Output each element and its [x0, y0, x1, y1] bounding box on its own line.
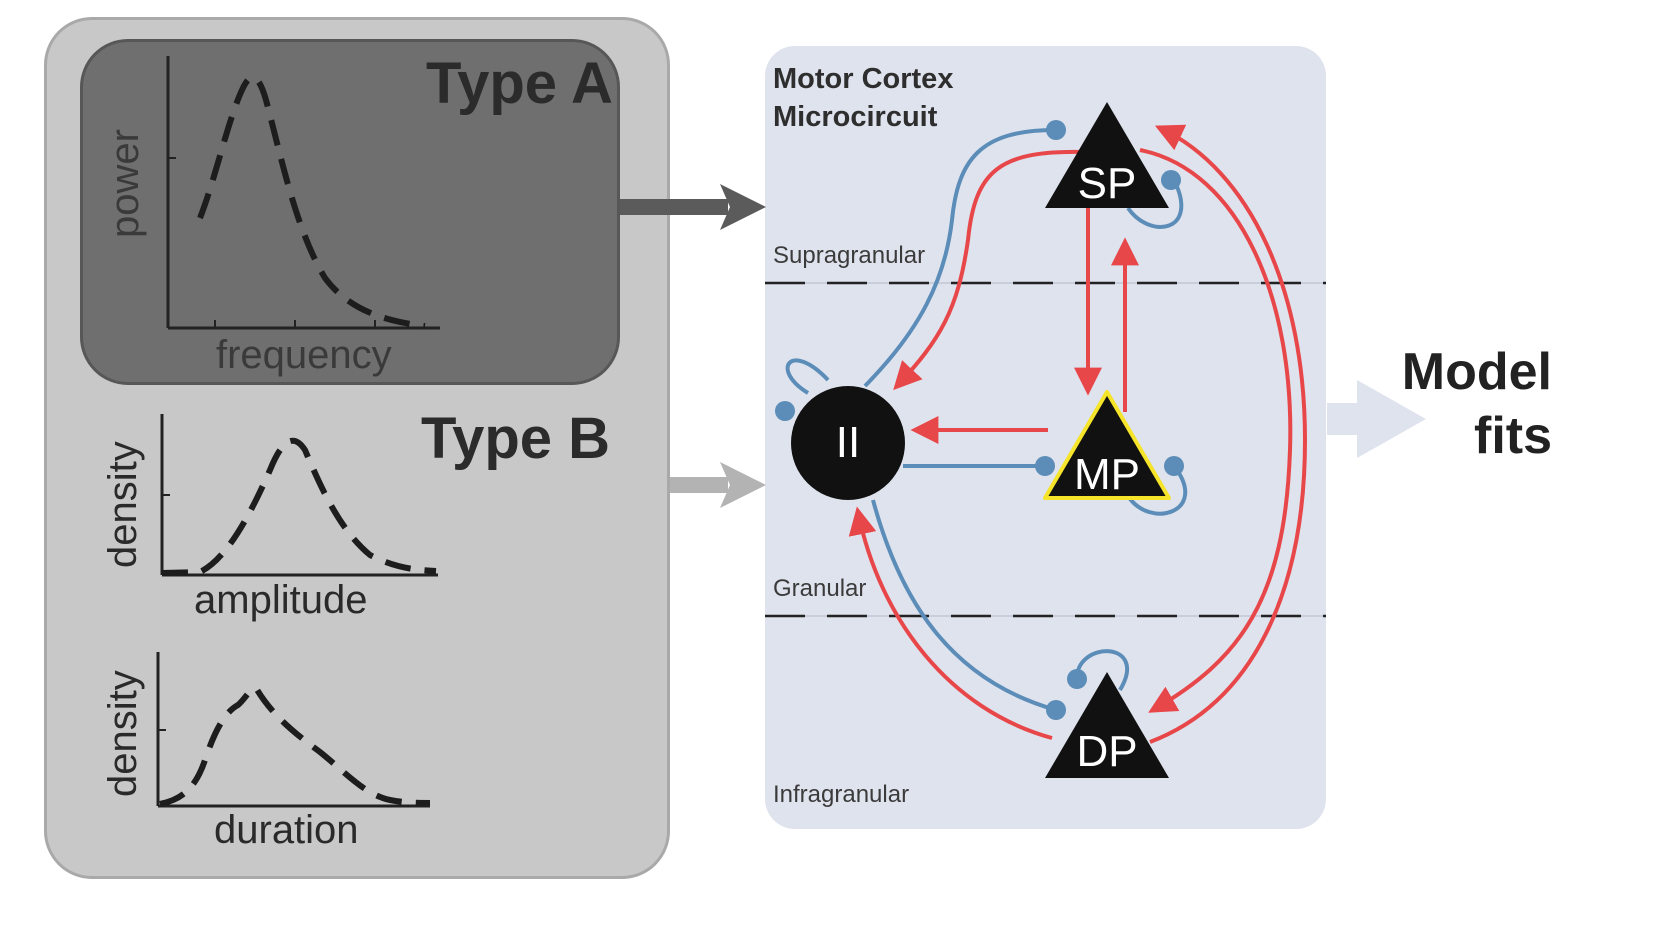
- inhibitory-terminals: [775, 120, 1184, 720]
- type-a-xlabel: frequency: [216, 333, 392, 377]
- dp-label: DP: [1076, 727, 1137, 776]
- type-a-power-curve: [197, 74, 426, 329]
- microcircuit-title-line2: Microcircuit: [773, 101, 938, 133]
- amplitude-plot: [160, 414, 438, 577]
- type-a-arrow-shaft: [620, 199, 728, 215]
- dp-triangle: [1045, 672, 1169, 778]
- sp-triangle: [1045, 102, 1169, 208]
- mp-label: MP: [1074, 450, 1140, 499]
- dp-to-sp-connection: [1149, 124, 1308, 744]
- dp-self-connection: [1074, 649, 1129, 692]
- sp-self-connection: [1126, 179, 1184, 229]
- sp-to-dp-connection: [1139, 148, 1293, 713]
- model-fits-label: Model fits: [1380, 340, 1552, 468]
- model-fits-arrow: [1327, 380, 1426, 458]
- type-b-arrow: [670, 462, 766, 508]
- inhibitory-connections: [785, 128, 1188, 712]
- node-ii: II: [791, 386, 905, 500]
- node-sp: SP: [1045, 102, 1169, 208]
- mp-self-terminal: [1164, 456, 1184, 476]
- ii-label: II: [836, 418, 860, 467]
- mp-self-connection: [1126, 464, 1188, 516]
- mp-input-terminal: [1035, 456, 1055, 476]
- type-a-arrow: [620, 184, 766, 230]
- layer-label-granular: Granular: [773, 575, 867, 602]
- duration-plot: [156, 652, 431, 808]
- ii-to-dp-connection: [871, 499, 1057, 712]
- node-dp: DP: [1045, 672, 1169, 778]
- type-b-arrow-shaft: [670, 477, 728, 493]
- layer-label-supragranular: Supragranular: [773, 242, 926, 269]
- sp-to-ii-connection: [893, 149, 1086, 391]
- amplitude-xlabel: amplitude: [194, 578, 368, 622]
- layer-label-infragranular: Infragranular: [773, 781, 910, 808]
- amplitude-density-curve: [161, 437, 437, 576]
- excitatory-connections: [848, 124, 1308, 744]
- model-fits-line2: fits: [1474, 407, 1552, 465]
- microcircuit-title-line1: Motor Cortex: [773, 63, 954, 95]
- dp-self-terminal: [1067, 669, 1087, 689]
- type-a-plot: [166, 56, 440, 330]
- dp-to-ii-connection: [848, 506, 1053, 740]
- model-fits-arrow-head: [1357, 380, 1426, 458]
- model-fits-line1: Model: [1401, 343, 1552, 401]
- sp-label: SP: [1078, 159, 1137, 208]
- dp-input-terminal: [1046, 700, 1066, 720]
- duration-xlabel: duration: [214, 808, 359, 852]
- type-a-arrow-head: [720, 184, 766, 230]
- sp-input-terminal: [1046, 120, 1066, 140]
- microcircuit-title: Motor Cortex Microcircuit: [773, 60, 953, 136]
- type-b-title: Type B: [421, 406, 611, 471]
- node-mp: MP: [1043, 390, 1171, 500]
- mp-triangle: [1043, 390, 1171, 500]
- ii-self-connection: [785, 358, 830, 395]
- duration-density-curve: [159, 684, 431, 807]
- sp-self-terminal: [1161, 170, 1181, 190]
- ii-self-terminal: [775, 401, 795, 421]
- ii-circle: [791, 386, 905, 500]
- ii-to-sp-connection: [863, 128, 1056, 388]
- type-a-title: Type A: [426, 51, 613, 116]
- type-b-arrow-head: [720, 462, 766, 508]
